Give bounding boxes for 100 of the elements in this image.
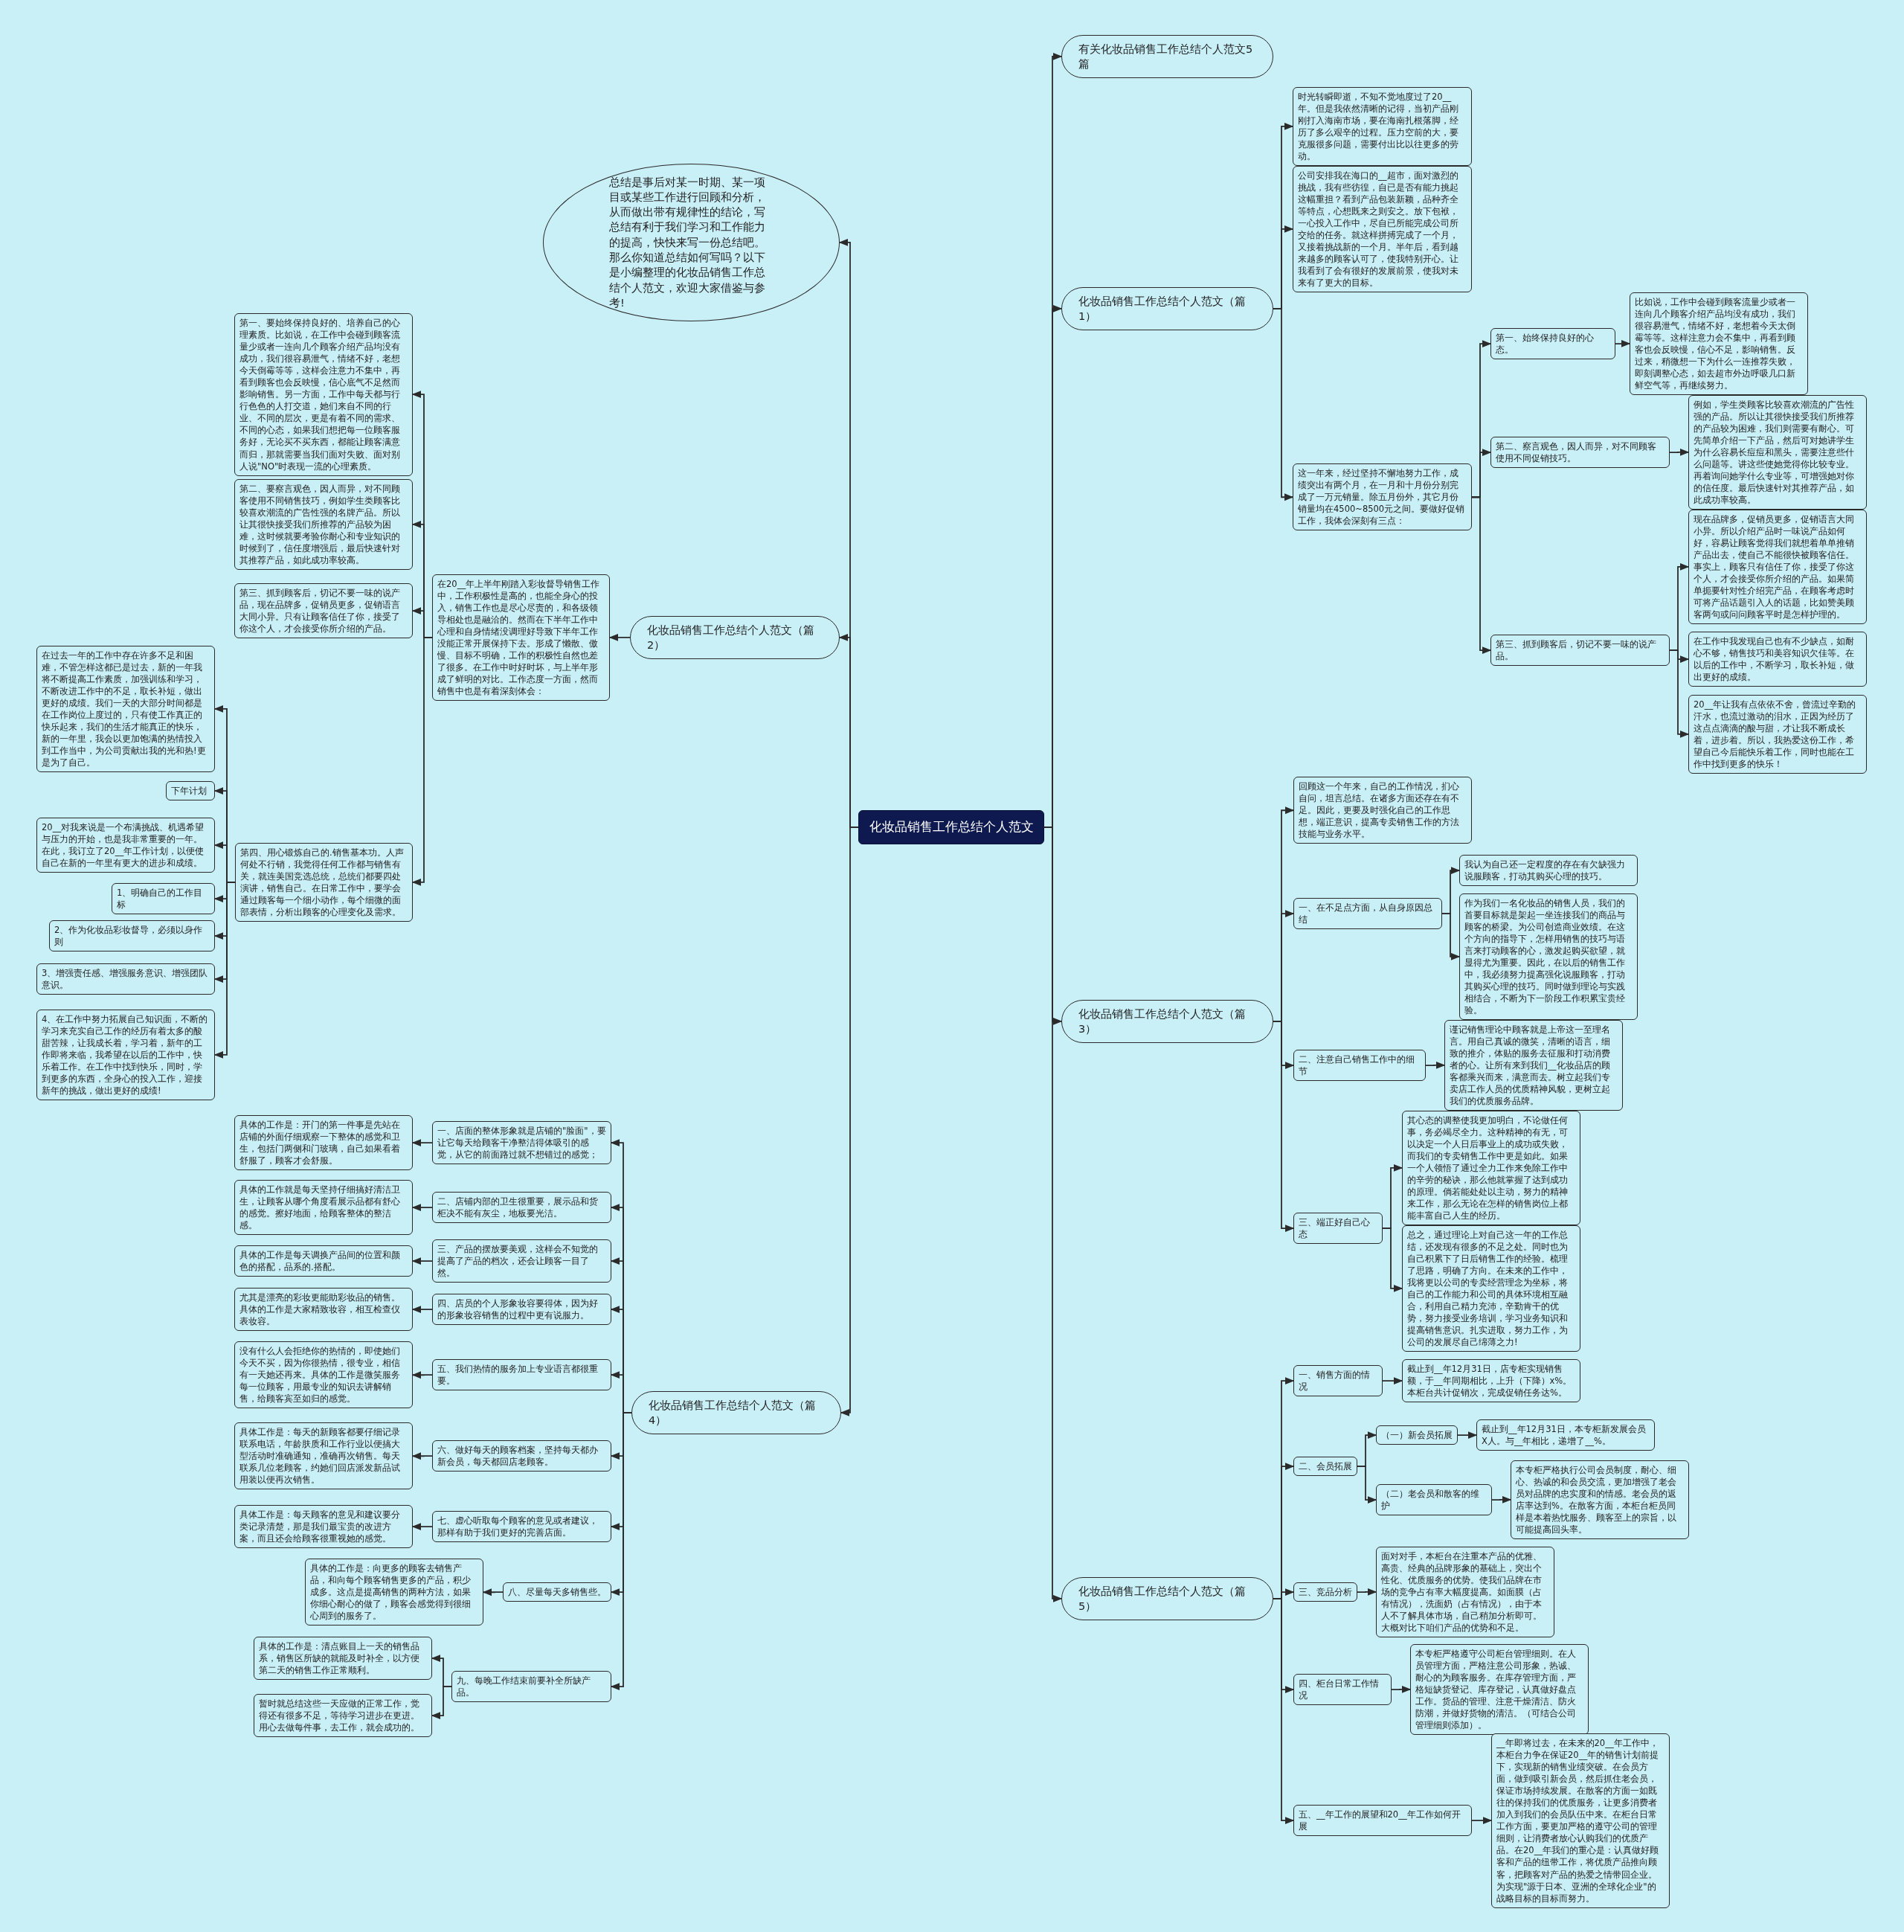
topic-text: 具体的工作是：向更多的顾客去销售产品，和向每个顾客销售更多的产品，积少成多。这点是提高销售的两种方法，如果你细心耐心的做了，顾客会感觉得到很细心周到的服务了。	[310, 1562, 472, 1623]
topic-box	[1459, 855, 1638, 887]
topic-box	[1511, 1460, 1689, 1540]
topic-box	[1293, 777, 1472, 844]
connector-arrow	[411, 1139, 433, 1147]
topic-text: 谨记销售理论中顾客就是上帝这一至理名言。用自己真诚的微笑，清晰的语言，细致的推介，体贴的服务去征服和打动消费者的心。让所有来到我们__化妆品店的顾客都乘兴而来，满意而去。树立起我们专卖店工作人员的优质精神风貌，更树立起我们的优质服务品牌。	[1450, 1023, 1611, 1108]
topic-box	[1444, 1019, 1623, 1111]
topic-text: （二）老会员和散客的维护	[1381, 1488, 1480, 1512]
topic-text: 八、尽量每天多销售些。	[508, 1586, 606, 1599]
topic-box	[1293, 1582, 1357, 1602]
topic-box	[166, 781, 215, 801]
topic-text: 20__对我来说是一个布满挑战、机遇希望与压力的开始，也是我非常重要的一年。在此，我订立了20__年工作计划，以便使自己在新的一年里有更大的进步和成绩。	[42, 821, 205, 870]
topic-text: 其心态的调整使我更加明白，不论做任何事，务必竭尽全力。这种精神的有无，可以决定一个人日后事业上的成功或失败，而我们的专卖销售工作中更是如此。如果一个人领悟了通过全力工作来免除工作中的辛劳的秘诀，那么他就掌握了达到成功的原理。倘若能处处以主动，努力的精神来工作，那么无论在怎样的销售岗位上都能丰富自己人生的经历。	[1407, 1114, 1569, 1222]
topic-box	[254, 1694, 432, 1738]
topic-box	[234, 1505, 413, 1549]
topic-text: 暂时就总结这些一天应做的正常工作，觉得还有很多不足，等待学习进步在更进。用心去做每件事，去工作，就会成功的。	[259, 1698, 420, 1734]
connector-arrow	[411, 1523, 433, 1531]
connector-arrow	[411, 1306, 433, 1314]
connector-arrow	[411, 1204, 433, 1212]
topic-text: 本专柜严格遵守公司柜台管理细则。在人员管理方面，严格注意公司形象，热诚、耐心的为顾客服务。在库存管理方面，严格短缺货登记、库存登记，认真做好盘点工作。货品的管理、注意干燥清洁、防火防潮，并做好货物的清洁。（可结合公司管理细则添加）。	[1415, 1647, 1577, 1732]
topic-text: 化妆品销售工作总结个人范文（篇2）	[647, 623, 815, 652]
topic-text: 四、店员的个人形象妆容要得体，因为好的形象妆容销售的过程中更有说服力。	[437, 1297, 599, 1322]
topic-text: 化妆品销售工作总结个人范文（篇5）	[1078, 1584, 1247, 1614]
connector-arrow	[1441, 913, 1461, 960]
connector-arrow	[1471, 496, 1492, 655]
topic-text: 第二、要察言观色，因人而异，对不同顾客使用不同销售技巧，例如学生类顾客比较喜欢潮流的广告性强的名牌产品。所以让其很快接受我们所推荐的产品较为困难，这时候就要考验你耐心和专业知识的时候到了，信任度增强后，最后快速针对其推荐产品，如此成功率较高。	[239, 482, 401, 567]
connector-arrow	[1457, 1431, 1478, 1440]
topic-text: 化妆品销售工作总结个人范文（篇4）	[649, 1398, 817, 1428]
topic-box	[1293, 86, 1472, 167]
connector-arrow	[1273, 1597, 1295, 1825]
topic-text: 五、__年工作的展望和20__年工作如何开展	[1299, 1809, 1461, 1833]
topic-text: 截止到__年12月31日，店专柜实现销售额，于__年同期相比，上升（下降）x%。本柜台共计促销次，完成促销任务达%。	[1407, 1363, 1573, 1399]
topic-text: 面对对手，本柜台在注重本产品的优雅、高贵、经典的品牌形象的基础上，突出个性化、优质服务的优势。使我们品牌在市场的竞争占有率大幅度提高。如面膜（占有情况），洗面奶（占有情况），由于本人不了解具体市场，自己稍加分析即可。大概对比下咱们产品的优势和不足。	[1381, 1550, 1543, 1634]
topic-box	[1490, 437, 1670, 469]
topic-text: 具体的工作就是每天坚持仔细搞好清洁卫生，让顾客从哪个角度看展示品都有舒心的感觉。擦好地面，给顾客整体的整洁感。	[239, 1184, 401, 1232]
topic-text: 2、作为化妆品彩妆督导，必须以身作则	[54, 924, 204, 949]
topic-box	[36, 818, 215, 873]
connector-arrow	[1669, 649, 1690, 738]
topic-box	[1688, 394, 1867, 510]
topic-box	[1293, 1457, 1357, 1477]
connector-arrow	[411, 1371, 433, 1379]
topic-text: 五、我们热情的服务加上专业语言都很重要。	[437, 1363, 599, 1387]
topic-box	[1490, 328, 1615, 360]
connector-arrow	[411, 1452, 433, 1460]
topic-text: 一、在不足点方面，从自身原因总结	[1299, 902, 1433, 926]
central-topic-box	[858, 810, 1044, 844]
topic-box	[234, 1115, 413, 1171]
topic-text: 在过去一年的工作中存在许多不足和困难，不管怎样这都已是过去，新的一年我将不断提高工作素质，加强训练和学习，不断改进工作中的不足，取长补短，做出更好的成绩。我们一天的大部分时间都是在工作岗位上度过的，只有使工作真正的快乐起来，我们的生活才能真正的快乐，新的一年里，我会以更加饱满的热情投入到工作当中，为公司贡献出我的光和热!更是为了自己。	[42, 649, 207, 769]
topic-box	[432, 1121, 611, 1165]
topic-box	[112, 883, 215, 915]
topic-text: 一、销售方面的情况	[1299, 1369, 1371, 1393]
topic-text: 具体工作是：每天顾客的意见和建议要分类记录清楚，那是我们最宝贵的改进方案，而且还会给顾客很重视她的感觉。	[239, 1509, 401, 1545]
topic-box	[234, 583, 413, 639]
topic-text: 没有什么人会拒绝你的热情的，即使她们今天不买，因为你很热情，很专业，相信有一天她还再来。具体的工作是微笑服务每一位顾客，用最专业的知识去讲解销售，给顾客宾至如归的感觉。	[239, 1345, 401, 1405]
topic-box	[1402, 1359, 1580, 1403]
topic-box	[1490, 635, 1670, 667]
topic-text: 第三、抓到顾客后，切记不要一味的说产品。	[1496, 638, 1657, 663]
topic-text: 时光转瞬即逝，不知不觉地度过了20__年。但是我依然清晰的记得，当初产品刚刚打入海南市场，要在海南扎根落脚，经历了多么艰辛的过程。压力空前的大，要克服很多问题，需要付出比以往更多的劳动。	[1298, 90, 1459, 163]
topic-text: 比如说，工作中会碰到顾客流量少或者一连向几个顾客介绍产品均没有成功，我们很容易泄气，情绪不好，老想着今天太倒霉等等。这样注意力会不集中，再看到顾客也会反映慢，信心不足，影响销售。反过来，稍微想一下为什么一连推荐失败，即刻调整心态，如去超市外边呼吸几口新鲜空气等，再继续努力。	[1635, 295, 1796, 392]
topic-text: 回顾这一个年来，自己的工作情况，扪心自问，坦言总结。在诸多方面还存在有不足。因此，更要及时强化自己的工作思想，端正意识，提高专卖销售工作的方法技能与业务水平。	[1299, 780, 1460, 841]
topic-box	[234, 1422, 413, 1490]
topic-text: 下年计划	[171, 785, 208, 797]
topic-text: __年即将过去，在未来的20__年工作中，本柜台力争在保证20__年的销售计划前提下，实现新的销售业绩突破。在会员方面，做到吸引新会员，然后抓住老会员，保证市场持续发展。在散客的方面一如既往的保持我们的优质服务，让更多消费者加入到我们的会员队伍中来。在柜台日常工作方面，要更加严格的遵守公司的管理细则，让消费者放心认购我们的优质产品。在20__年我们的重心是：认真做好顾客和产品的纽带工作，将优质产品推向顾客，把顾客对产品的热爱之情带回企业。为实现"源于日本、亚洲的全球化企业"的战略目标的目标而努力。	[1496, 1736, 1660, 1904]
topic-text: 总之，通过理论上对自己这一年的工作总结，还发现有很多的不足之处。同时也为自己积累下了日后销售工作的经验。梳理了思路，明确了方向。在未来的工作中，我将更以公司的专卖经营理念为坐标，将自己的工作能力和公司的具体环境相互融合，利用自己精力充沛，辛勤肯干的优势，努力接受业务培训，学习业务知识和提高销售意识。扎实进取，努力工作，为公司的发展尽自己绵薄之力!	[1407, 1228, 1569, 1349]
topic-box	[305, 1559, 483, 1626]
topic-box	[1688, 694, 1867, 774]
topic-text: 3、增强责任感、增强服务意识、增强团队意识。	[42, 967, 209, 992]
connector-arrow	[431, 1686, 452, 1720]
topic-box	[254, 1637, 432, 1681]
connector-arrow	[1615, 339, 1631, 347]
topic-box	[49, 920, 215, 952]
connector-arrow	[1357, 1466, 1377, 1504]
connector-arrow	[411, 1257, 433, 1265]
topic-text: 第一、始终保持良好的心态。	[1496, 332, 1595, 356]
topic-box	[1293, 1050, 1426, 1082]
topic-text: 4、在工作中努力拓展自己知识面，不断的学习来充实自己工作的经历有着太多的酸甜苦辣，让我成长着，学习着，新年的工作即将来临，我希望在以后的工作中，快乐着工作。在工作中找到快乐，同时，学到更多的东西，全身心的投入工作，迎接新年的挑战，做出更好的成绩!	[42, 1012, 209, 1097]
topic-box	[1293, 1805, 1472, 1837]
topic-text: 三、端正好自己心态	[1299, 1216, 1371, 1241]
topic-box	[432, 1192, 611, 1224]
topic-text: 本专柜严格执行公司会员制度，耐心、细心、热诚的和会员交流，更加增强了老会员对品牌的忠实度和的情感。老会员的返店率达到%。在散客方面，本柜台柜员同样是本着热忱服务、顾客至上的宗旨，以可能提高回头率。	[1516, 1463, 1677, 1536]
topic-text: 现在品牌多，促销员更多，促销语言大同小异。所以介绍产品时一味说产品如何好，容易让顾客觉得我们就想着单单推销产品出去，使自己不能很快被顾客信任。事实上，顾客只有信任了你，接受了你这个人，才会接受你所介绍的产品。如果简单扼要针对性介绍完产品，在顾客考虑时可将产品话题引入人的话题，比如赞美顾客两句或问问顾客平时是怎样护理的。	[1694, 513, 1855, 621]
connector-arrow	[1669, 448, 1690, 456]
topic-box	[1402, 1110, 1580, 1226]
topic-box	[234, 1288, 413, 1332]
connector-arrow	[411, 637, 433, 886]
connector-arrow	[1273, 1020, 1295, 1233]
topic-box	[234, 1180, 413, 1236]
connector-arrow	[1425, 1061, 1446, 1069]
topic-box	[1376, 1546, 1554, 1638]
connector-arrow	[1382, 1227, 1403, 1292]
topic-text: 作为我们一名化妆品的销售人员，我们的首要目标就是架起一坐连接我们的商品与顾客的桥梁。为公司创造商业效绩。在这个方向的指导下，怎样用销售的技巧与语言来打动顾客的心，激发起购买欲望，就显得尤为重要。因此，在以后的销售工作中，我必须努力提高强化说服顾客，打动其购买心理的技巧。同时做到理论与实践相结合，不断为下一阶段工作积累宝贵经验。	[1464, 896, 1626, 1017]
topic-text: 二、会员拓展	[1299, 1460, 1352, 1473]
topic-box	[234, 1341, 413, 1409]
topic-text: 三、产品的摆放要美观，这样会不知觉的提高了产品的档次，还会让顾客一目了然。	[437, 1243, 599, 1280]
connector-arrow	[1491, 1495, 1512, 1503]
connector-arrow	[1273, 307, 1294, 501]
topic-text: 这一年来，经过坚持不懈地努力工作，成绩突出有两个月，在一月和十月份分别完成了一万元销量。除五月份外，其它月份销量均在4500~8500元之间。要做好促销工作，我体会深刻有三点：	[1298, 467, 1466, 527]
topic-box	[451, 1671, 611, 1703]
topic-box	[234, 478, 413, 571]
topic-box	[1293, 1213, 1383, 1245]
